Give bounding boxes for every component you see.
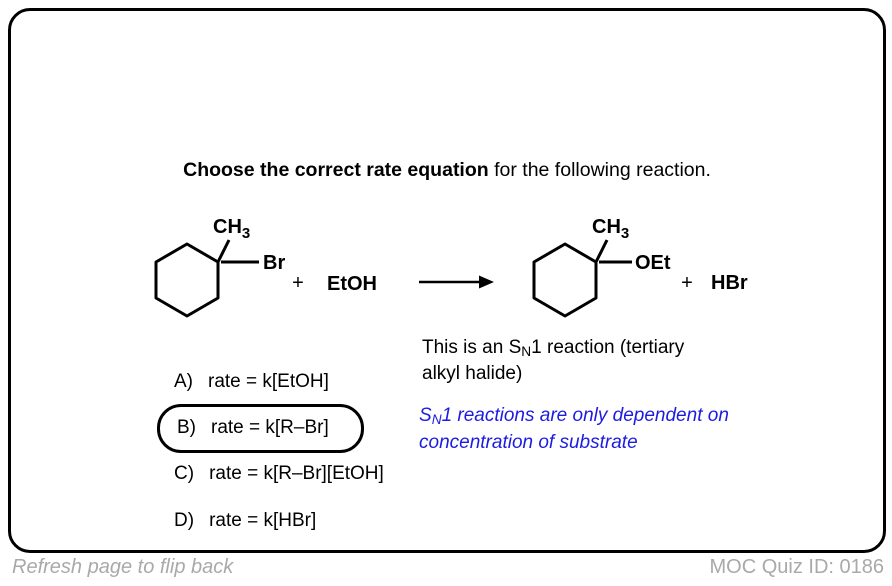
option-d-text: rate = k[HBr] xyxy=(209,510,316,532)
option-c-letter: C) xyxy=(174,463,194,485)
hbr-label: HBr xyxy=(711,272,748,294)
product-structure: CH3 OEt xyxy=(534,216,671,316)
option-a-letter: A) xyxy=(174,371,193,393)
option-a-text: rate = k[EtOH] xyxy=(208,371,329,393)
option-d[interactable]: D) rate = k[HBr] xyxy=(174,510,316,532)
cyclohexane-ring-product xyxy=(534,244,596,316)
plus-sign: + xyxy=(292,272,304,294)
option-c-text: rate = k[R–Br][EtOH] xyxy=(209,463,384,485)
reactant-structure: CH3 Br xyxy=(156,216,285,316)
question-title-rest: for the following reaction. xyxy=(489,159,711,181)
methyl-bond xyxy=(218,240,229,262)
question-title: Choose the correct rate equation for the… xyxy=(11,159,883,182)
hint-line-2: concentration of substrate xyxy=(419,432,789,455)
subscript-n: N xyxy=(432,412,442,427)
correct-answer-ring: B) rate = k[R–Br] xyxy=(157,404,364,453)
question-title-bold: Choose the correct rate equation xyxy=(183,159,489,181)
methyl-label-product: CH3 xyxy=(592,216,629,242)
quiz-id: MOC Quiz ID: 0186 xyxy=(709,556,884,579)
methyl-label: CH3 xyxy=(213,216,250,242)
bromine-label: Br xyxy=(263,252,285,274)
option-b[interactable]: B) rate = k[R–Br] xyxy=(177,417,329,439)
explanation-note: This is an SN1 reaction (tertiary alkyl … xyxy=(422,337,762,385)
subscript-n: N xyxy=(521,344,531,359)
quiz-card: Choose the correct rate equation for the… xyxy=(8,8,886,553)
answer-hint: SN1 reactions are only dependent on conc… xyxy=(419,405,789,454)
option-a[interactable]: A) rate = k[EtOH] xyxy=(174,371,329,393)
plus-sign-2: + xyxy=(681,272,693,294)
methyl-bond-product xyxy=(596,240,607,262)
reaction-scheme: CH3 Br + EtOH CH3 OEt + HBr xyxy=(11,196,892,331)
reaction-arrow xyxy=(419,276,494,289)
option-b-text: rate = k[R–Br] xyxy=(211,417,329,439)
explanation-line-2: alkyl halide) xyxy=(422,363,762,385)
explanation-line-1: This is an SN1 reaction (tertiary xyxy=(422,337,762,363)
cyclohexane-ring xyxy=(156,244,218,316)
hint-line-1: SN1 reactions are only dependent on xyxy=(419,405,789,432)
option-d-letter: D) xyxy=(174,510,194,532)
option-b-letter: B) xyxy=(177,417,196,439)
option-c[interactable]: C) rate = k[R–Br][EtOH] xyxy=(174,463,384,485)
ethoxy-label: OEt xyxy=(635,252,671,274)
flip-back-hint: Refresh page to flip back xyxy=(12,556,233,579)
ethanol-label: EtOH xyxy=(327,273,377,295)
